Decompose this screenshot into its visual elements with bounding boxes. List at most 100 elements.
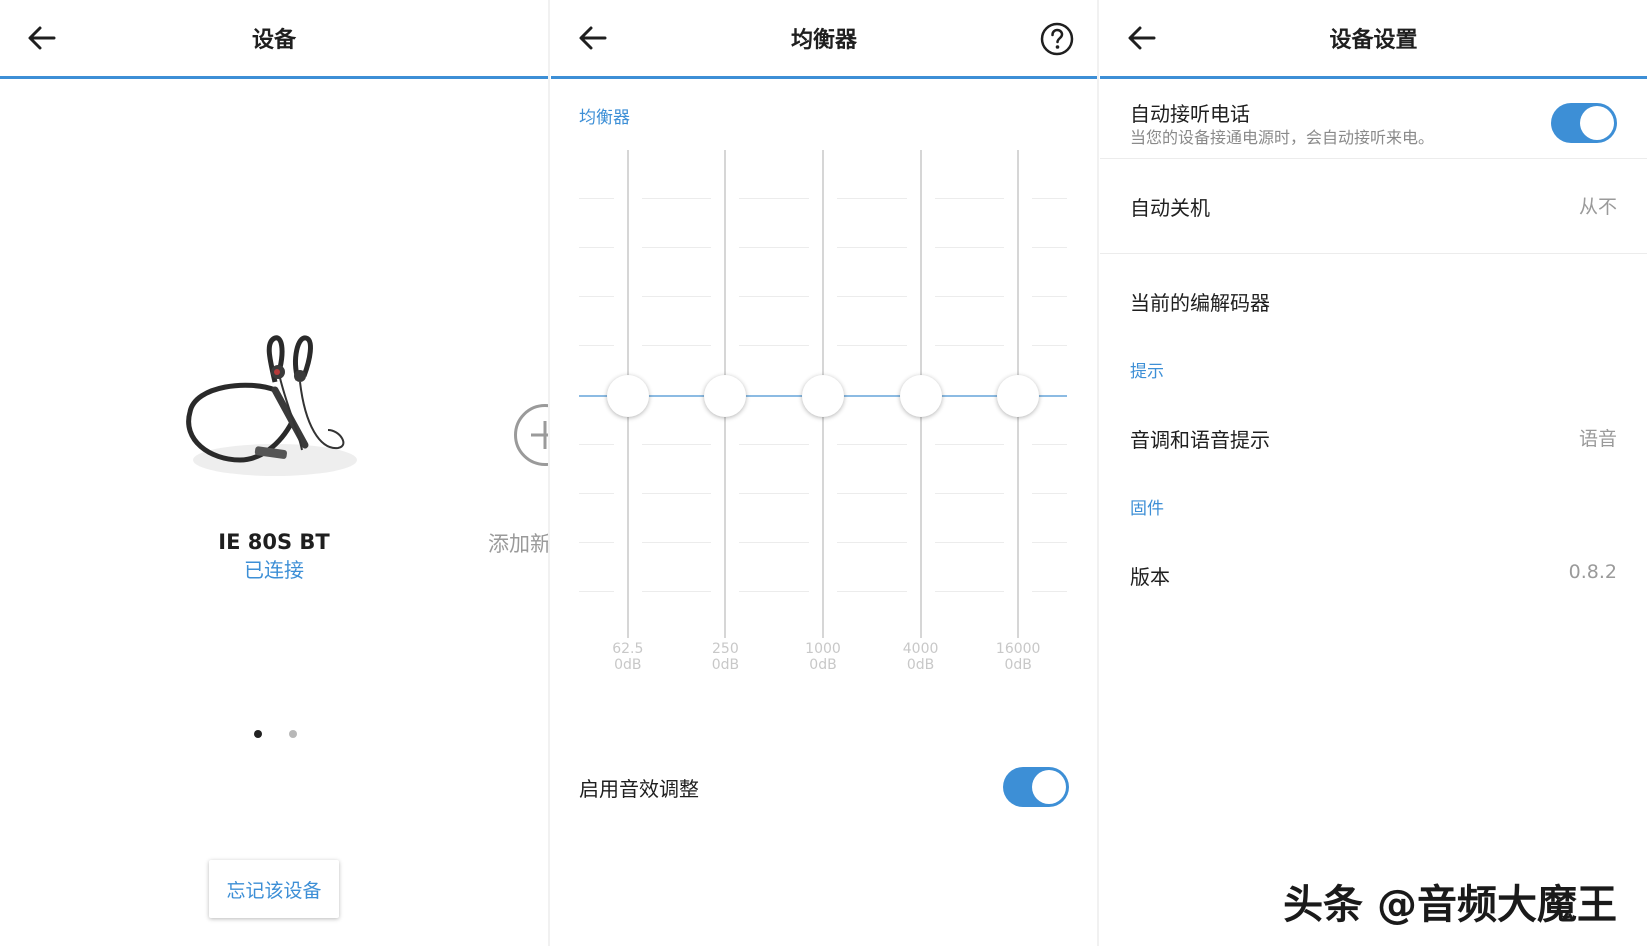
back-arrow-icon[interactable] [1124,20,1160,56]
eq-grid-line [934,493,1005,494]
prompt-section-label: 提示 [1130,362,1164,382]
toggle-thumb [1032,770,1066,804]
help-icon[interactable] [1039,21,1075,57]
eq-grid-line [837,542,907,543]
eq-grid-line [934,444,1005,445]
divider [1100,253,1647,254]
eq-band-frequency: 62.5 [612,641,644,657]
eq-grid-line [579,493,614,494]
eq-grid-line [579,296,614,297]
eq-grid-line [934,247,1005,248]
eq-grid-line [739,493,809,494]
eq-grid-line [739,296,809,297]
enable-effects-toggle[interactable] [1003,767,1069,807]
divider [1100,158,1647,159]
device-name: IE 80S BT [218,530,330,554]
page-title: 设备设置 [1329,28,1418,53]
prompts-row[interactable]: 音调和语音提示 语音 [1100,400,1647,470]
eq-grid-line [579,198,614,199]
device-panel: 设备 IE 80S BT 已连接 添加新 忘记该设备 [0,0,550,946]
eq-grid-line [837,198,907,199]
eq-band-gain: 0dB [809,657,837,673]
eq-band-frequency: 250 [712,641,739,657]
eq-grid-line [579,345,614,346]
eq-grid-line [837,296,907,297]
auto-answer-toggle[interactable] [1551,103,1617,143]
firmware-section-label: 固件 [1130,499,1164,519]
eq-grid-line [739,444,809,445]
eq-grid-line [641,591,712,592]
eq-grid-line [934,198,1005,199]
auto-answer-subtitle: 当您的设备接通电源时，会自动接听来电。 [1130,128,1435,147]
back-arrow-icon[interactable] [575,20,611,56]
eq-grid-line [837,345,907,346]
watermark: 头条 @音频大魔王 [1283,882,1617,928]
eq-slider-knob[interactable] [997,375,1040,417]
eq-grid-line [1032,198,1067,199]
equalizer-header: 均衡器 [551,0,1097,79]
eq-grid-line [934,591,1005,592]
eq-grid-line [1032,247,1067,248]
auto-off-value: 从不 [1578,196,1617,218]
headphones-image[interactable] [180,330,380,500]
eq-grid-line [934,542,1005,543]
prompts-value: 语音 [1578,428,1617,450]
add-device-label[interactable]: 添加新 [488,532,550,556]
eq-grid-line [1032,591,1067,592]
eq-slider-knob[interactable] [704,375,747,417]
eq-slider-knob[interactable] [606,375,649,417]
page-title: 均衡器 [790,28,857,53]
eq-grid-line [579,591,614,592]
device-status: 已连接 [244,558,304,582]
enable-effects-label: 启用音效调整 [579,777,699,801]
eq-grid-line [641,296,712,297]
eq-slider-knob[interactable] [802,375,844,417]
eq-grid-line [739,345,809,346]
device-header: 设备 [0,0,548,79]
eq-grid-line [837,493,907,494]
settings-header: 设备设置 [1100,0,1647,79]
page-indicator-dot-active [254,730,262,738]
eq-band-gain: 0dB [614,657,642,673]
eq-grid-line [641,198,712,199]
eq-grid-line [739,542,809,543]
auto-off-row[interactable]: 自动关机 从不 [1100,160,1647,252]
eq-grid-line [934,296,1005,297]
version-value: 0.8.2 [1568,561,1617,583]
eq-grid-line [641,493,712,494]
eq-band-frequency: 4000 [902,641,939,657]
page-title: 设备 [251,28,296,53]
eq-band-gain: 0dB [1004,657,1032,673]
add-circle-icon[interactable] [514,404,548,466]
auto-off-title: 自动关机 [1130,196,1210,220]
eq-grid-line [641,444,712,445]
version-title: 版本 [1130,565,1170,589]
eq-band-gain: 0dB [906,657,935,673]
eq-grid-line [739,247,809,248]
eq-grid-line [1032,493,1067,494]
back-arrow-icon[interactable] [24,20,60,56]
codec-title: 当前的编解码器 [1130,291,1270,315]
forget-device-button[interactable]: 忘记该设备 [209,860,339,918]
eq-grid-line [837,444,907,445]
prompts-title: 音调和语音提示 [1130,428,1270,452]
eq-band-gain: 0dB [711,657,740,673]
auto-answer-title: 自动接听电话 [1130,102,1250,126]
eq-grid-line [739,591,809,592]
eq-grid-line [579,542,614,543]
eq-slider-knob[interactable] [899,375,942,417]
eq-band-frequency: 16000 [995,641,1041,657]
toggle-thumb [1580,106,1614,140]
eq-grid-line [641,345,712,346]
eq-grid-line [1032,296,1067,297]
eq-grid-line [1032,345,1067,346]
eq-grid-line [1032,444,1067,445]
eq-grid-line [934,345,1005,346]
eq-grid-line [837,591,907,592]
eq-grid-line [641,542,712,543]
